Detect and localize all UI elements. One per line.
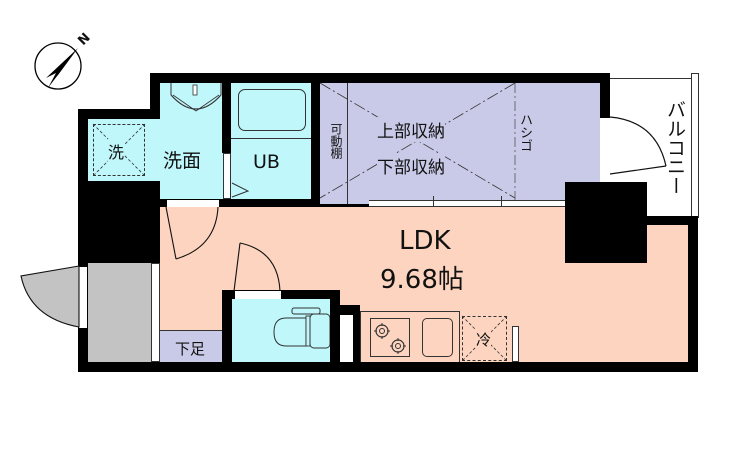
unit-bath bbox=[231, 83, 311, 199]
washroom-door-swing-icon[interactable] bbox=[165, 206, 221, 265]
ub-door[interactable] bbox=[223, 153, 231, 199]
toilet-door-swing-icon[interactable] bbox=[233, 242, 282, 292]
entrance bbox=[88, 263, 151, 362]
balcony-door-swing-icon[interactable] bbox=[609, 116, 672, 181]
toilet-door-opening[interactable] bbox=[235, 291, 281, 299]
stove bbox=[370, 318, 410, 357]
shelf-label: 可動棚 bbox=[329, 123, 343, 159]
rail-tick-2 bbox=[501, 196, 502, 210]
fridge-label: 冷 bbox=[476, 329, 492, 350]
wall-storage-right bbox=[600, 73, 610, 118]
wall-left-wing-top bbox=[78, 109, 160, 119]
storage-upper-label: 上部収納 bbox=[377, 117, 445, 142]
wall-entrance-top bbox=[88, 207, 160, 263]
ldk-label: LDK bbox=[399, 226, 451, 256]
wall-left-wing-step bbox=[150, 73, 161, 119]
compass: N bbox=[34, 30, 94, 96]
ldk-area: 9.68帖 bbox=[380, 265, 464, 295]
sink-icon bbox=[170, 83, 222, 112]
wall-bottom bbox=[78, 362, 698, 372]
front-door-swing-icon[interactable] bbox=[20, 265, 80, 328]
shelf-divider bbox=[347, 83, 348, 204]
storage-cross-icon bbox=[319, 82, 516, 204]
washroom-door-opening[interactable] bbox=[167, 200, 219, 207]
wall-right bbox=[688, 216, 698, 372]
entrance-step bbox=[151, 263, 160, 362]
kitchen-counter bbox=[360, 311, 460, 362]
bath-divider bbox=[231, 138, 311, 139]
kitchen-sink bbox=[422, 318, 453, 357]
wall-washroom-ub bbox=[222, 83, 231, 153]
bath-label: UB bbox=[253, 151, 280, 173]
washroom-label: 洗面 bbox=[163, 150, 202, 172]
storage-lower-label: 下部収納 bbox=[377, 153, 445, 178]
balcony-label: バルコニー bbox=[664, 100, 686, 195]
balcony-rail bbox=[691, 73, 699, 218]
fridge-space: 冷 bbox=[461, 315, 508, 362]
washroom bbox=[160, 83, 226, 199]
bathtub-icon bbox=[238, 89, 306, 131]
wall-top bbox=[150, 73, 610, 83]
wall-ub-storage bbox=[311, 83, 320, 205]
balcony-door-opening[interactable] bbox=[600, 118, 610, 174]
storage-area bbox=[320, 83, 600, 204]
front-door-opening[interactable] bbox=[79, 267, 87, 328]
storage-rail bbox=[369, 200, 566, 207]
pillar bbox=[565, 182, 647, 263]
toilet-side-panel bbox=[340, 315, 353, 362]
wall-balcony-bottom bbox=[645, 216, 698, 225]
compass-icon bbox=[34, 42, 82, 90]
washer-label: 洗 bbox=[108, 139, 125, 163]
shoe-box-label: 下足 bbox=[175, 340, 206, 358]
ldk-room-right bbox=[565, 263, 688, 362]
ldk-room-right-upper bbox=[647, 225, 688, 263]
toilet-icon bbox=[273, 307, 331, 349]
rail-tick-1 bbox=[433, 196, 434, 210]
burner-icon bbox=[374, 323, 406, 354]
shoe-box bbox=[160, 330, 222, 362]
kitchen-end-panel bbox=[512, 326, 519, 362]
wall-below-ub bbox=[160, 199, 370, 207]
wall-left bbox=[78, 109, 88, 371]
door-swing-icon bbox=[231, 182, 250, 198]
washer-pan: 洗 bbox=[92, 123, 146, 177]
ladder-label: ハシゴ bbox=[517, 113, 532, 152]
